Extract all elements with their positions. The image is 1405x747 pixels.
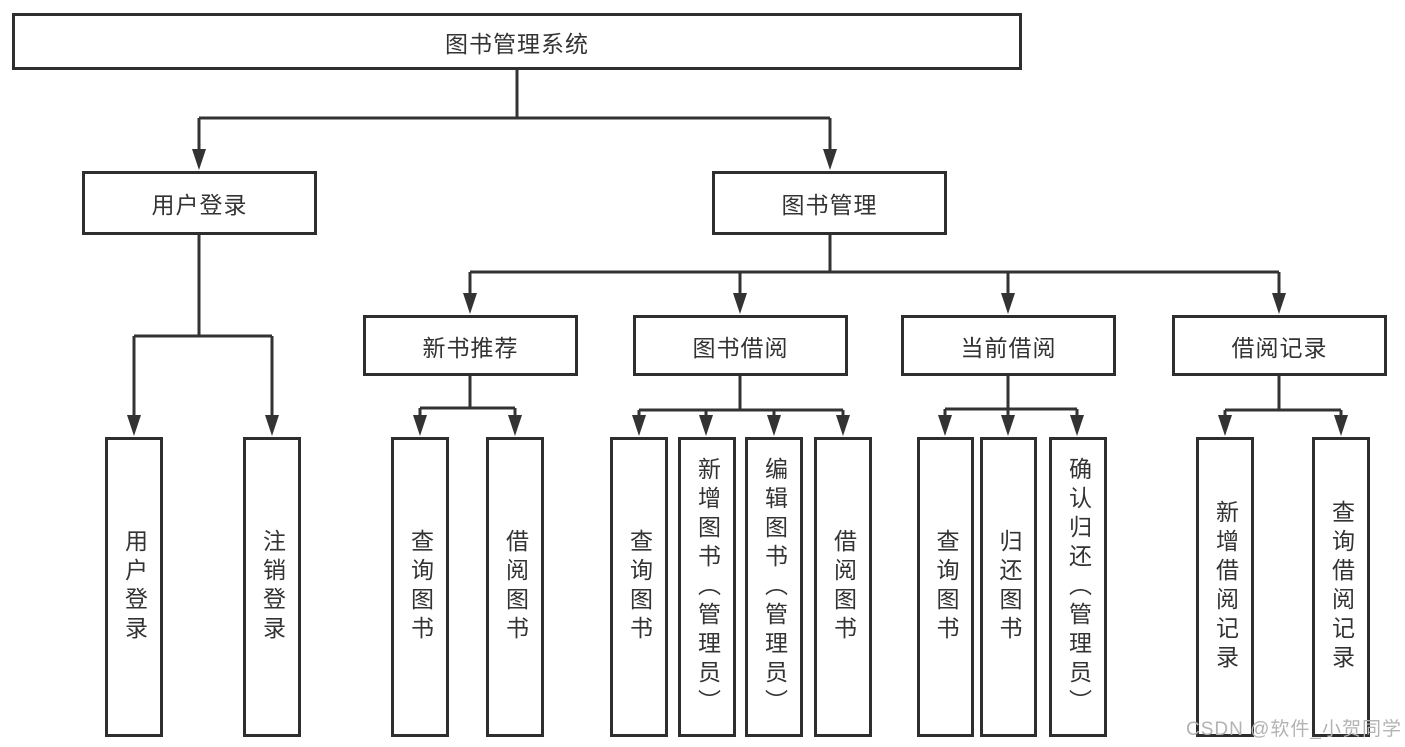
leaf-user-login: 用户登录: [105, 437, 163, 737]
leaf-return-books: 归还图书: [980, 437, 1037, 737]
leaf-query-books-current: 查询图书: [917, 437, 974, 737]
leaf-edit-books-admin: 编辑图书（管理员）: [745, 437, 803, 737]
leaf-borrow-books-recommend: 借阅图书: [486, 437, 544, 737]
node-book-borrow: 图书借阅: [633, 315, 848, 376]
node-current-borrow: 当前借阅: [901, 315, 1116, 376]
node-root-system: 图书管理系统: [12, 13, 1022, 70]
leaf-logout: 注销登录: [243, 437, 301, 737]
arrowheads: [127, 149, 1348, 436]
leaf-query-borrow-record: 查询借阅记录: [1312, 437, 1370, 737]
leaf-add-books-admin: 新增图书（管理员）: [678, 437, 736, 737]
node-book-management: 图书管理: [712, 171, 947, 235]
leaf-add-borrow-record: 新增借阅记录: [1196, 437, 1254, 737]
leaf-confirm-return-admin: 确认归还（管理员）: [1049, 437, 1107, 737]
node-user-login: 用户登录: [82, 171, 317, 235]
node-new-book-recommend: 新书推荐: [363, 315, 578, 376]
leaf-query-books-recommend: 查询图书: [391, 437, 449, 737]
watermark: CSDN @软件_小贺同学: [1186, 719, 1402, 740]
node-borrow-records: 借阅记录: [1172, 315, 1387, 376]
leaf-query-books-borrow: 查询图书: [610, 437, 668, 737]
leaf-borrow-books: 借阅图书: [814, 437, 872, 737]
